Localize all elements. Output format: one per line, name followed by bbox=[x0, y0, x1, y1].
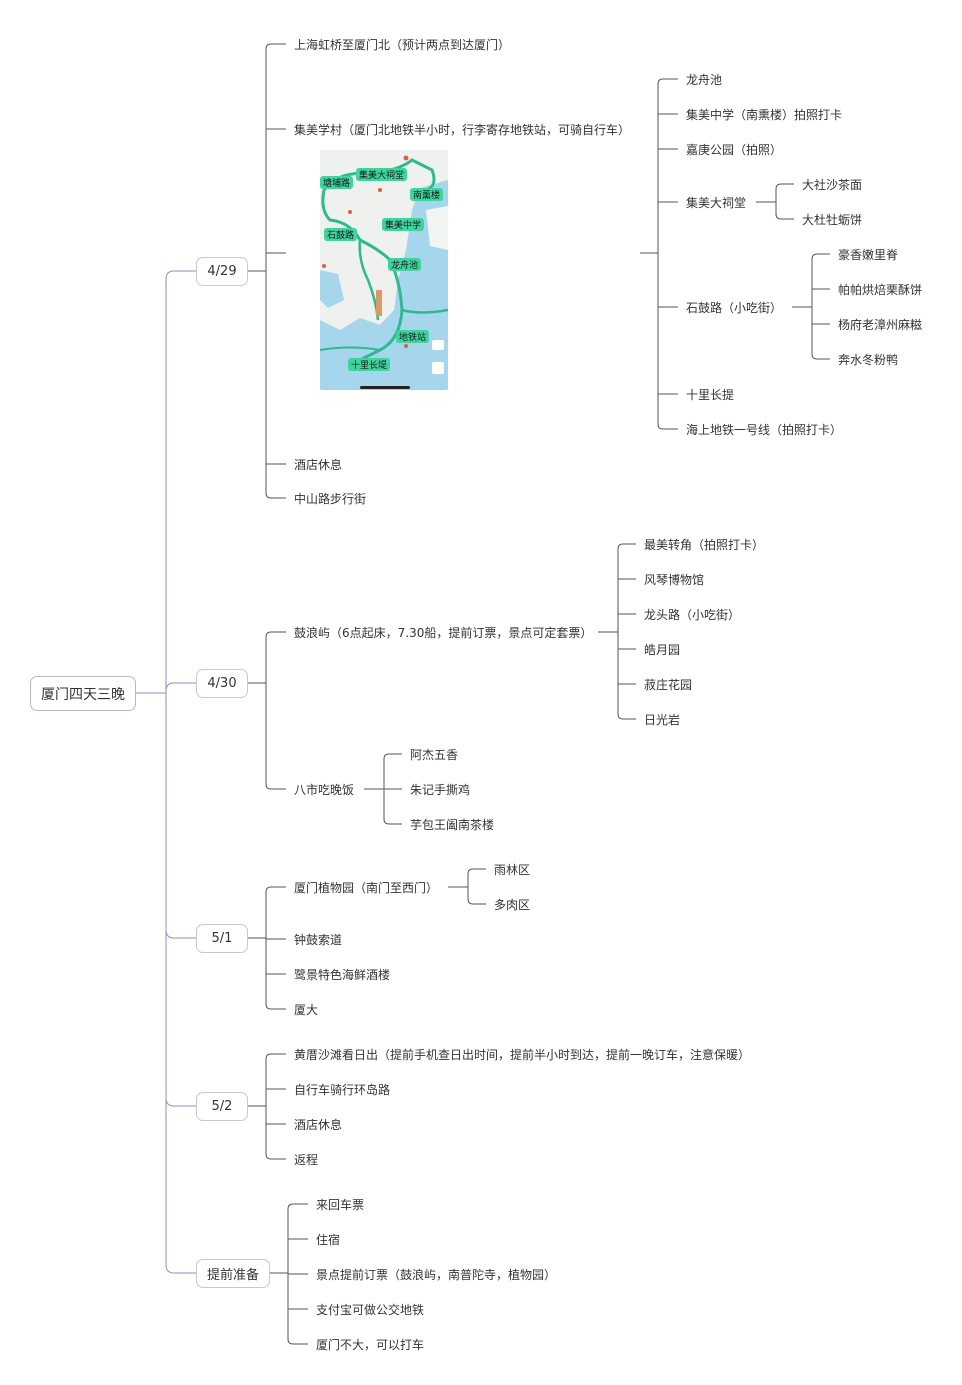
topic-item[interactable]: 黄厝沙滩看日出（提前手机查日出时间，提前半小时到达，提前一晚订车，注意保暖） bbox=[294, 1048, 751, 1062]
map-label: 地铁站 bbox=[399, 331, 426, 343]
connector-line bbox=[287, 1273, 308, 1345]
map-label-bg bbox=[396, 330, 429, 343]
day-node-prep[interactable]: 提前准备 bbox=[196, 1259, 270, 1288]
subtopic-item[interactable]: 阿杰五香 bbox=[410, 748, 459, 762]
map-label-bg bbox=[382, 218, 424, 231]
subtopic-item[interactable]: 雨林区 bbox=[494, 863, 531, 877]
subtopic-item[interactable]: 嘉庚公园（拍照） bbox=[686, 143, 783, 157]
connector-line bbox=[265, 1106, 286, 1160]
connector-line bbox=[775, 202, 794, 220]
map-label: 集美大祠堂 bbox=[359, 169, 404, 181]
leaf-item[interactable]: 大社沙茶面 bbox=[802, 178, 863, 192]
day-node-4-30[interactable]: 4/30 bbox=[196, 669, 248, 698]
subtopic-item[interactable]: 日光岩 bbox=[644, 713, 681, 727]
connector-line bbox=[383, 753, 402, 789]
connector-line bbox=[165, 693, 196, 1274]
leaf-item[interactable]: 豪香嫩里脊 bbox=[838, 248, 899, 262]
topic-item[interactable]: 鼓浪屿（6点起床，7.30船，提前订票，景点可定套票） bbox=[294, 626, 593, 640]
topic-item[interactable]: 景点提前订票（鼓浪屿，南普陀寺，植物园） bbox=[316, 1268, 557, 1282]
subtopic-item[interactable]: 朱记手撕鸡 bbox=[410, 783, 471, 797]
topic-item[interactable]: 住宿 bbox=[316, 1233, 341, 1247]
subtopic-item[interactable]: 皓月园 bbox=[644, 643, 681, 657]
connector-line bbox=[265, 886, 286, 938]
topic-item[interactable]: 来回车票 bbox=[316, 1198, 365, 1212]
connector-line bbox=[165, 693, 196, 1107]
subtopic-item[interactable]: 石鼓路（小吃街） bbox=[686, 301, 783, 315]
topic-item[interactable]: 支付宝可做公交地铁 bbox=[316, 1303, 425, 1317]
connector-line bbox=[265, 271, 286, 499]
connector-line bbox=[657, 253, 678, 430]
subtopic-item[interactable]: 十里长提 bbox=[686, 388, 735, 402]
connector-line bbox=[467, 868, 486, 887]
connector-line bbox=[265, 938, 286, 1010]
connector-line bbox=[811, 307, 830, 360]
topic-item[interactable]: 厦大 bbox=[294, 1003, 319, 1017]
map-label-bg bbox=[356, 168, 407, 181]
map-label: 龙舟池 bbox=[391, 259, 418, 271]
connector-line bbox=[617, 543, 636, 632]
map-label: 塘埔路 bbox=[323, 177, 350, 189]
topic-item[interactable]: 集美学村（厦门北地铁半小时，行李寄存地铁站，可骑自行车） bbox=[294, 123, 631, 137]
connector-line bbox=[811, 253, 830, 307]
topic-item[interactable]: 酒店休息 bbox=[294, 458, 343, 472]
connector-line bbox=[265, 43, 286, 271]
subtopic-item[interactable]: 龙舟池 bbox=[686, 73, 723, 87]
jimei-map-image: 集美大祠堂塘埔路南薰楼集美中学石鼓路龙舟池地铁站十里长堤 bbox=[320, 150, 448, 390]
map-label: 石鼓路 bbox=[327, 229, 354, 241]
connector-line bbox=[617, 632, 636, 720]
map-label-bg bbox=[348, 358, 390, 371]
subtopic-item[interactable]: 多肉区 bbox=[494, 898, 531, 912]
day-node-5-1[interactable]: 5/1 bbox=[196, 924, 248, 953]
topic-item[interactable]: 上海虹桥至厦门北（预计两点到达厦门） bbox=[294, 38, 511, 52]
map-label-bg bbox=[388, 258, 421, 271]
subtopic-item[interactable]: 风琴博物馆 bbox=[644, 573, 705, 587]
topic-item[interactable]: 八市吃晚饭 bbox=[294, 783, 355, 797]
subtopic-item[interactable]: 最美转角（拍照打卡） bbox=[644, 538, 765, 552]
leaf-item[interactable]: 帕帕烘焙栗酥饼 bbox=[838, 283, 923, 297]
subtopic-item[interactable]: 海上地铁一号线（拍照打卡） bbox=[686, 423, 843, 437]
subtopic-item[interactable]: 集美大祠堂 bbox=[686, 196, 747, 210]
connector-line bbox=[383, 789, 402, 825]
connector-line bbox=[467, 887, 486, 905]
connector-line bbox=[165, 693, 196, 939]
root-node[interactable]: 厦门四天三晚 bbox=[30, 676, 136, 711]
subtopic-item[interactable]: 芋包王阖南茶楼 bbox=[410, 818, 495, 832]
subtopic-item[interactable]: 集美中学（南熏楼）拍照打卡 bbox=[686, 108, 843, 122]
connector-line bbox=[165, 682, 196, 693]
topic-item[interactable]: 钟鼓索道 bbox=[294, 933, 343, 947]
topic-item[interactable]: 厦门植物园（南门至西门） bbox=[294, 881, 439, 895]
map-label-bg bbox=[410, 188, 443, 201]
connector-line bbox=[657, 78, 678, 253]
day-node-4-29[interactable]: 4/29 bbox=[196, 257, 248, 286]
subtopic-item[interactable]: 菽庄花园 bbox=[644, 678, 693, 692]
topic-item[interactable]: 酒店休息 bbox=[294, 1118, 343, 1132]
topic-item[interactable]: 鹭景特色海鲜酒楼 bbox=[294, 968, 391, 982]
topic-item[interactable]: 厦门不大，可以打车 bbox=[316, 1338, 425, 1352]
topic-item[interactable]: 返程 bbox=[294, 1153, 319, 1167]
map-label: 南薰楼 bbox=[413, 189, 440, 201]
connector-line bbox=[265, 1053, 286, 1106]
topic-item[interactable]: 中山路步行街 bbox=[294, 492, 367, 506]
map-label: 集美中学 bbox=[385, 219, 421, 231]
map-label-bg bbox=[324, 228, 357, 241]
leaf-item[interactable]: 奔水冬粉鸭 bbox=[838, 353, 899, 367]
topic-item[interactable]: 自行车骑行环岛路 bbox=[294, 1083, 391, 1097]
connector-line bbox=[165, 270, 196, 693]
map-label-bg bbox=[320, 176, 353, 189]
connector-line bbox=[265, 631, 286, 683]
connector-line bbox=[265, 683, 286, 790]
connector-line bbox=[287, 1203, 308, 1273]
leaf-item[interactable]: 大杜牡蛎饼 bbox=[802, 213, 863, 227]
subtopic-item[interactable]: 龙头路（小吃街） bbox=[644, 608, 741, 622]
connector-line bbox=[775, 183, 794, 202]
map-label: 十里长堤 bbox=[351, 359, 387, 371]
day-node-5-2[interactable]: 5/2 bbox=[196, 1092, 248, 1121]
leaf-item[interactable]: 杨府老漳州麻糍 bbox=[838, 318, 923, 332]
